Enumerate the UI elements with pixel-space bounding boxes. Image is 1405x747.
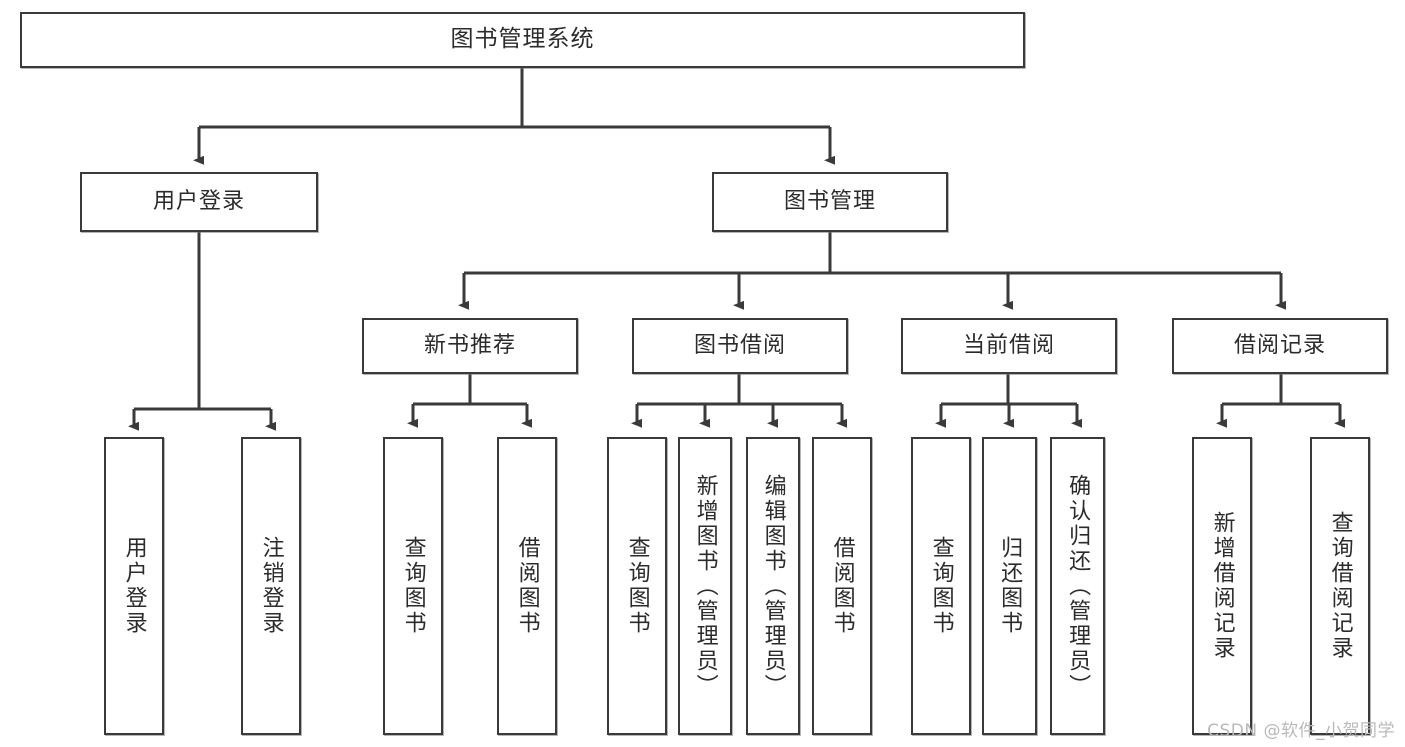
node-label: 注销登录 (258, 536, 284, 636)
leaf-node-record-add[interactable]: 新增借阅记录 (1192, 437, 1252, 735)
leaf-node-borrow-do-borrow[interactable]: 借阅图书 (812, 437, 872, 735)
leaf-node-user-login[interactable]: 用户登录 (104, 437, 164, 735)
leaf-node-current-return-book[interactable]: 归还图书 (982, 437, 1037, 735)
leaf-node-user-logout[interactable]: 注销登录 (241, 437, 301, 735)
leaf-node-borrow-add-book[interactable]: 新增图书（管理员） (678, 437, 732, 735)
node-label: 图书管理 (783, 188, 876, 214)
node-label: 用户登录 (121, 536, 147, 636)
node-label: 借阅记录 (1233, 332, 1326, 358)
node-borrow-record[interactable]: 借阅记录 (1172, 318, 1388, 374)
node-book-borrow[interactable]: 图书借阅 (632, 318, 848, 374)
node-label: 查询图书 (624, 536, 650, 636)
node-root-system[interactable]: 图书管理系统 (20, 12, 1025, 68)
leaf-node-record-query[interactable]: 查询借阅记录 (1310, 437, 1370, 735)
leaf-node-current-confirm-return[interactable]: 确认归还（管理员） (1050, 437, 1105, 735)
leaf-node-borrow-query-book[interactable]: 查询图书 (607, 437, 667, 735)
node-current-borrow[interactable]: 当前借阅 (901, 318, 1117, 374)
node-label: 归还图书 (997, 536, 1023, 636)
node-new-book-recommend[interactable]: 新书推荐 (362, 318, 578, 374)
node-label: 图书管理系统 (450, 26, 595, 53)
node-label: 新增图书（管理员） (692, 473, 718, 699)
leaf-node-recommend-borrow-book[interactable]: 借阅图书 (497, 437, 557, 735)
node-label: 用户登录 (152, 188, 245, 214)
node-label: 确认归还（管理员） (1065, 473, 1091, 699)
node-label: 借阅图书 (514, 536, 540, 636)
node-label: 图书借阅 (693, 332, 786, 358)
leaf-node-recommend-query-book[interactable]: 查询图书 (383, 437, 443, 735)
node-label: 查询借阅记录 (1327, 511, 1353, 661)
node-label: 新增借阅记录 (1209, 511, 1235, 661)
leaf-node-borrow-edit-book[interactable]: 编辑图书（管理员） (746, 437, 800, 735)
node-label: 借阅图书 (829, 536, 855, 636)
leaf-node-current-query-book[interactable]: 查询图书 (911, 437, 971, 735)
node-book-manage[interactable]: 图书管理 (712, 172, 948, 232)
node-label: 查询图书 (400, 536, 426, 636)
node-label: 当前借阅 (962, 332, 1055, 358)
node-label: 查询图书 (928, 536, 954, 636)
node-label: 新书推荐 (423, 332, 516, 358)
node-user-login[interactable]: 用户登录 (80, 172, 318, 232)
watermark-text: CSDN @软件_小贺同学 (1207, 721, 1395, 741)
node-label: 编辑图书（管理员） (760, 473, 786, 699)
